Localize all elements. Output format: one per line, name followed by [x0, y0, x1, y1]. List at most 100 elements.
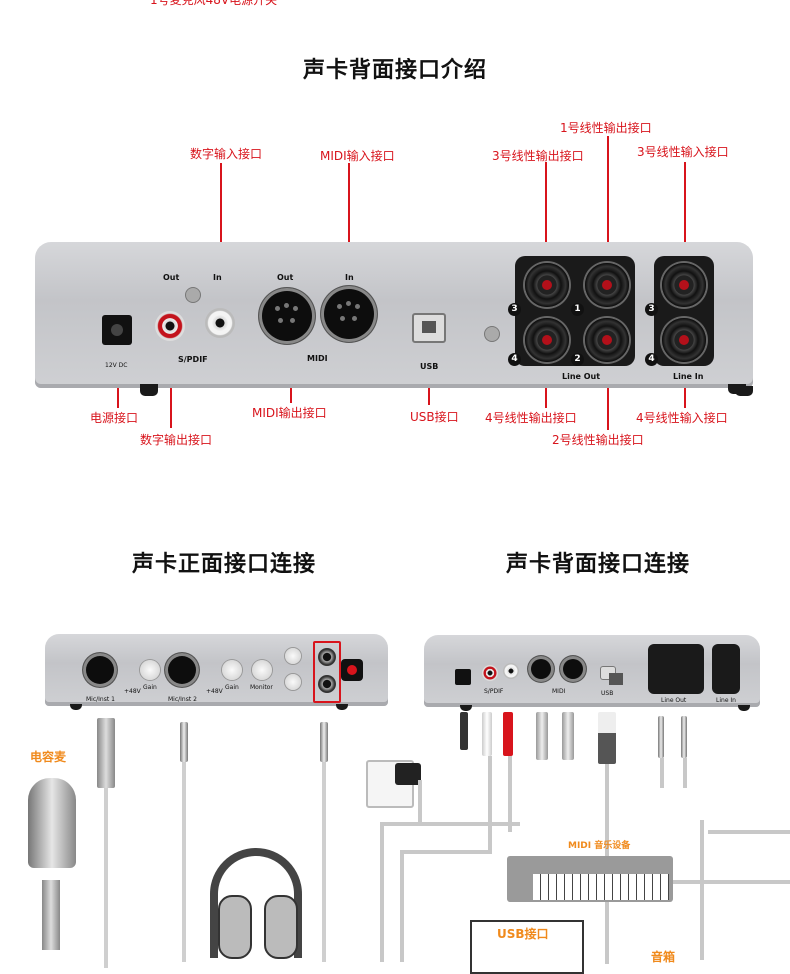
spdif-in-jack [205, 308, 235, 338]
routing-line [418, 780, 422, 822]
back-midi-label: MIDI [552, 688, 566, 695]
back-usb-label: USB [601, 690, 614, 697]
line-out-2-jack [585, 318, 629, 362]
label-line-in-3: 3号线性输入接口 [637, 145, 729, 159]
trs-plug [320, 722, 328, 762]
line-in-4-jack [662, 318, 706, 362]
cable [104, 788, 108, 968]
back-lineout-label: Line Out [661, 697, 687, 704]
rca-plug-white [482, 712, 492, 756]
top-cut-text: 1号麦克风48V电源开关 [150, 0, 278, 7]
midi-in-label: In [345, 273, 354, 282]
routing-line [708, 830, 790, 834]
spdif-screw [186, 288, 200, 302]
headphone-cup [264, 895, 298, 959]
label-digital-out: 数字输出接口 [140, 433, 213, 447]
small-line-in [712, 644, 740, 694]
line-out-1-jack [585, 263, 629, 307]
small-spdif-out [482, 665, 498, 681]
callout-line-line-in-3 [684, 162, 686, 287]
monitor-knob [252, 660, 272, 680]
dc-label: 12V DC [105, 362, 128, 369]
routing-line [380, 822, 384, 962]
usb-label: USB [420, 362, 439, 371]
panel-foot [70, 704, 82, 710]
phones1-knob [285, 648, 301, 664]
mic-xlr-end [42, 880, 60, 950]
callout-line-digital-in [220, 163, 222, 313]
routing-line [700, 820, 704, 960]
panel-foot [728, 384, 746, 394]
panel-foot [336, 704, 348, 710]
routing-line [380, 822, 520, 826]
dc-plug [460, 712, 468, 750]
num-3b: 3 [645, 303, 658, 316]
midi-out-port [259, 288, 315, 344]
usb-port-label: USB接口 [497, 927, 549, 941]
label-digital-in: 数字输入接口 [190, 147, 263, 161]
front-gain2-label: Gain [225, 684, 239, 691]
routing-line [400, 850, 404, 962]
front-gain1-label: Gain [143, 684, 157, 691]
line-out-4-jack [525, 318, 569, 362]
callout-line-line-out-2 [607, 350, 609, 430]
midi-device-label: MIDI 音乐设备 [568, 841, 631, 851]
routing-line [400, 850, 492, 854]
mic1-combo-jack [83, 653, 117, 687]
speaker-label: 音箱 [651, 950, 676, 964]
callout-line-midi-in [348, 163, 350, 303]
front-monitor-label: Monitor [250, 684, 273, 691]
xlr-plug [97, 718, 115, 788]
gain2-knob [222, 660, 242, 680]
routing-line [660, 758, 664, 788]
num-4b: 4 [645, 353, 658, 366]
cable [182, 762, 186, 962]
panel-foot [738, 705, 750, 711]
midi-out-label: Out [277, 273, 294, 282]
section1-title: 声卡背面接口介绍 [303, 58, 488, 83]
routing-line [630, 880, 790, 884]
num-2: 2 [571, 353, 584, 366]
trs-plug [681, 716, 687, 758]
back-panel-small [424, 635, 760, 707]
line-in-3-jack [662, 263, 706, 307]
small-usb [600, 666, 623, 685]
midi-in-port [321, 286, 377, 342]
small-midi-in [560, 656, 586, 682]
small-power-jack [455, 669, 471, 685]
label-line-in-4: 4号线性输入接口 [636, 411, 728, 425]
label-midi-out: MIDI输出接口 [252, 406, 327, 420]
small-line-out [648, 644, 704, 694]
label-line-out-4: 4号线性输出接口 [485, 411, 577, 425]
spdif-label: S/PDIF [178, 355, 208, 364]
rca-plug-red [503, 712, 513, 756]
label-usb: USB接口 [410, 410, 459, 424]
line-in-label: Line In [673, 372, 704, 381]
power-button [341, 659, 363, 681]
trs-plug [658, 716, 664, 758]
num-4a: 4 [508, 353, 521, 366]
label-power: 电源接口 [90, 411, 139, 425]
panel-foot [140, 384, 158, 394]
condenser-mic-label: 电容麦 [30, 750, 67, 764]
back-spdif-label: S/PDIF [484, 688, 504, 695]
small-spdif-in [503, 663, 519, 679]
routing-line [488, 756, 492, 850]
routing-line [508, 756, 512, 832]
midi-keyboard-icon [507, 856, 673, 902]
back-title: 声卡背面接口连接 [506, 552, 691, 577]
spdif-out-jack [155, 311, 185, 341]
line-out-3-jack [525, 263, 569, 307]
back-linein-label: Line In [716, 697, 736, 704]
num-1: 1 [571, 303, 584, 316]
label-line-out-3: 3号线性输出接口 [492, 149, 584, 163]
gain1-knob [140, 660, 160, 680]
power-jack [102, 315, 132, 345]
panel-screw [485, 327, 499, 341]
small-midi-out [528, 656, 554, 682]
usb-plug [598, 712, 616, 764]
headphone-cup [218, 895, 252, 959]
line-out-label: Line Out [562, 372, 601, 381]
label-line-out-2: 2号线性输出接口 [552, 433, 644, 447]
front-48v2-label: +48V [206, 688, 223, 695]
